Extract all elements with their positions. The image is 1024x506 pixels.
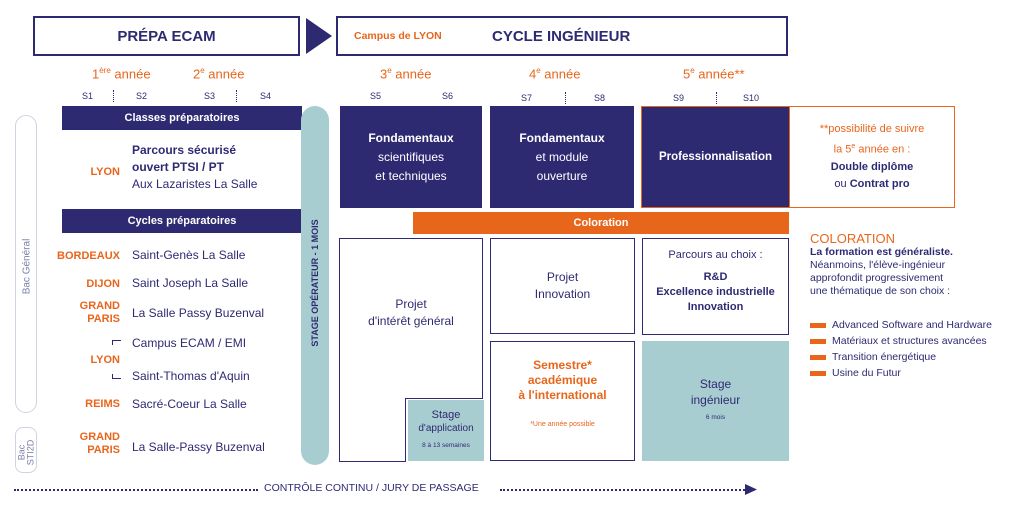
note-5e-annee: **possibilité de suivre la 5e année en :… [790,106,955,208]
legend-title: COLORATION [810,231,895,246]
school-campus-ecam: Campus ECAM / EMI [132,336,247,350]
cycles-prepa-title: Cycles préparatoires [127,215,237,227]
semester-s10: S10 [743,93,760,103]
tree-branch [112,374,121,379]
prepa-title: PRÉPA ECAM [117,27,216,45]
stage-operateur-label: STAGE OPÉRATEUR - 1 MOIS [310,219,320,347]
semester-s5: S5 [370,91,382,101]
semester-s2: S2 [136,91,148,101]
year-1: 1ère année [92,66,151,82]
year-4: 4e année [529,66,581,82]
fondamentaux-module: Fondamentaux et module ouverture [490,106,634,208]
year-5: 5e année** [683,66,745,82]
divider [236,90,237,102]
coloration-bar: Coloration [413,212,789,234]
legend-item: Usine du Futur [810,365,1020,381]
semester-s6: S6 [442,91,454,101]
school-saint-genes: Saint-Genès La Salle [132,248,246,262]
parcours-block: Parcours sécurisé ouvert PTSI / PT Aux L… [132,143,258,191]
semester-s3: S3 [204,91,216,101]
stage-operateur-pill: STAGE OPÉRATEUR - 1 MOIS [301,106,329,465]
bac-general-label: Bac Général [21,238,33,295]
classes-prepa-title: Classes préparatoires [124,112,240,124]
legend-item: Transition énergétique [810,349,1020,365]
projet-innovation: Projet Innovation [490,238,635,334]
projet-interet-general-frame [339,238,483,462]
year-3: 3e année [380,66,432,82]
professionnalisation: Professionnalisation [641,106,790,208]
city-bordeaux: BORDEAUX [57,250,120,262]
city-reims: REIMS [85,398,120,410]
cycles-prepa-bar: Cycles préparatoires [62,209,302,233]
semestre-international: Semestre* académique à l'international *… [490,341,635,461]
footer-dots-left [14,489,258,491]
legend-item: Matériaux et structures avancées [810,333,1020,349]
school-passy-buzenval-2: La Salle-Passy Buzenval [132,440,265,454]
school-saint-thomas: Saint-Thomas d'Aquin [132,369,250,383]
cycle-title: CYCLE INGÉNIEUR [492,28,631,45]
semester-s7: S7 [521,93,533,103]
divider [113,90,114,102]
fondamentaux-scientifiques: Fondamentaux scientifiques et techniques [340,106,482,208]
year-2: 2e année [193,66,245,82]
semester-s9: S9 [673,93,685,103]
parcours-au-choix: Parcours au choix : R&D Excellence indus… [642,238,789,335]
city-lyon-2: LYON [90,354,120,366]
city-grand-paris-2: GRAND PARIS [79,431,120,456]
city-dijon: DIJON [86,278,120,290]
semester-s4: S4 [260,91,272,101]
legend-item: Advanced Software and Hardware [810,317,1020,333]
footer-dots-right [500,489,745,491]
city-grand-paris: GRAND PARIS [79,300,120,325]
school-sacre-coeur: Sacré-Coeur La Salle [132,397,247,411]
projet-interet-general: Projet d'intérêt général [368,297,454,328]
stage-ingenieur: Stage ingénieur 6 mois [642,341,789,461]
school-passy-buzenval: La Salle Passy Buzenval [132,306,265,320]
school-saint-joseph: Saint Joseph La Salle [132,276,249,290]
stage-application: Stage d'application 8 à 13 semaines [408,400,484,461]
arrow-right-icon [306,18,332,54]
coloration-legend: COLORATION La formation est généraliste.… [810,231,1020,381]
bac-general-bracket: Bac Général [15,115,37,413]
semester-s8: S8 [594,93,606,103]
footer-label: CONTRÔLE CONTINU / JURY DE PASSAGE [264,482,479,494]
divider [565,92,566,104]
cycle-header: Campus de LYON CYCLE INGÉNIEUR [336,16,788,56]
city-lyon: LYON [90,166,120,178]
tree-branch [112,340,121,345]
campus-label: Campus de LYON [354,30,442,42]
prepa-header: PRÉPA ECAM [33,16,300,56]
semester-s1: S1 [82,91,94,101]
classes-prepa-bar: Classes préparatoires [62,106,302,130]
arrow-right-icon [745,484,757,495]
divider [716,92,717,104]
